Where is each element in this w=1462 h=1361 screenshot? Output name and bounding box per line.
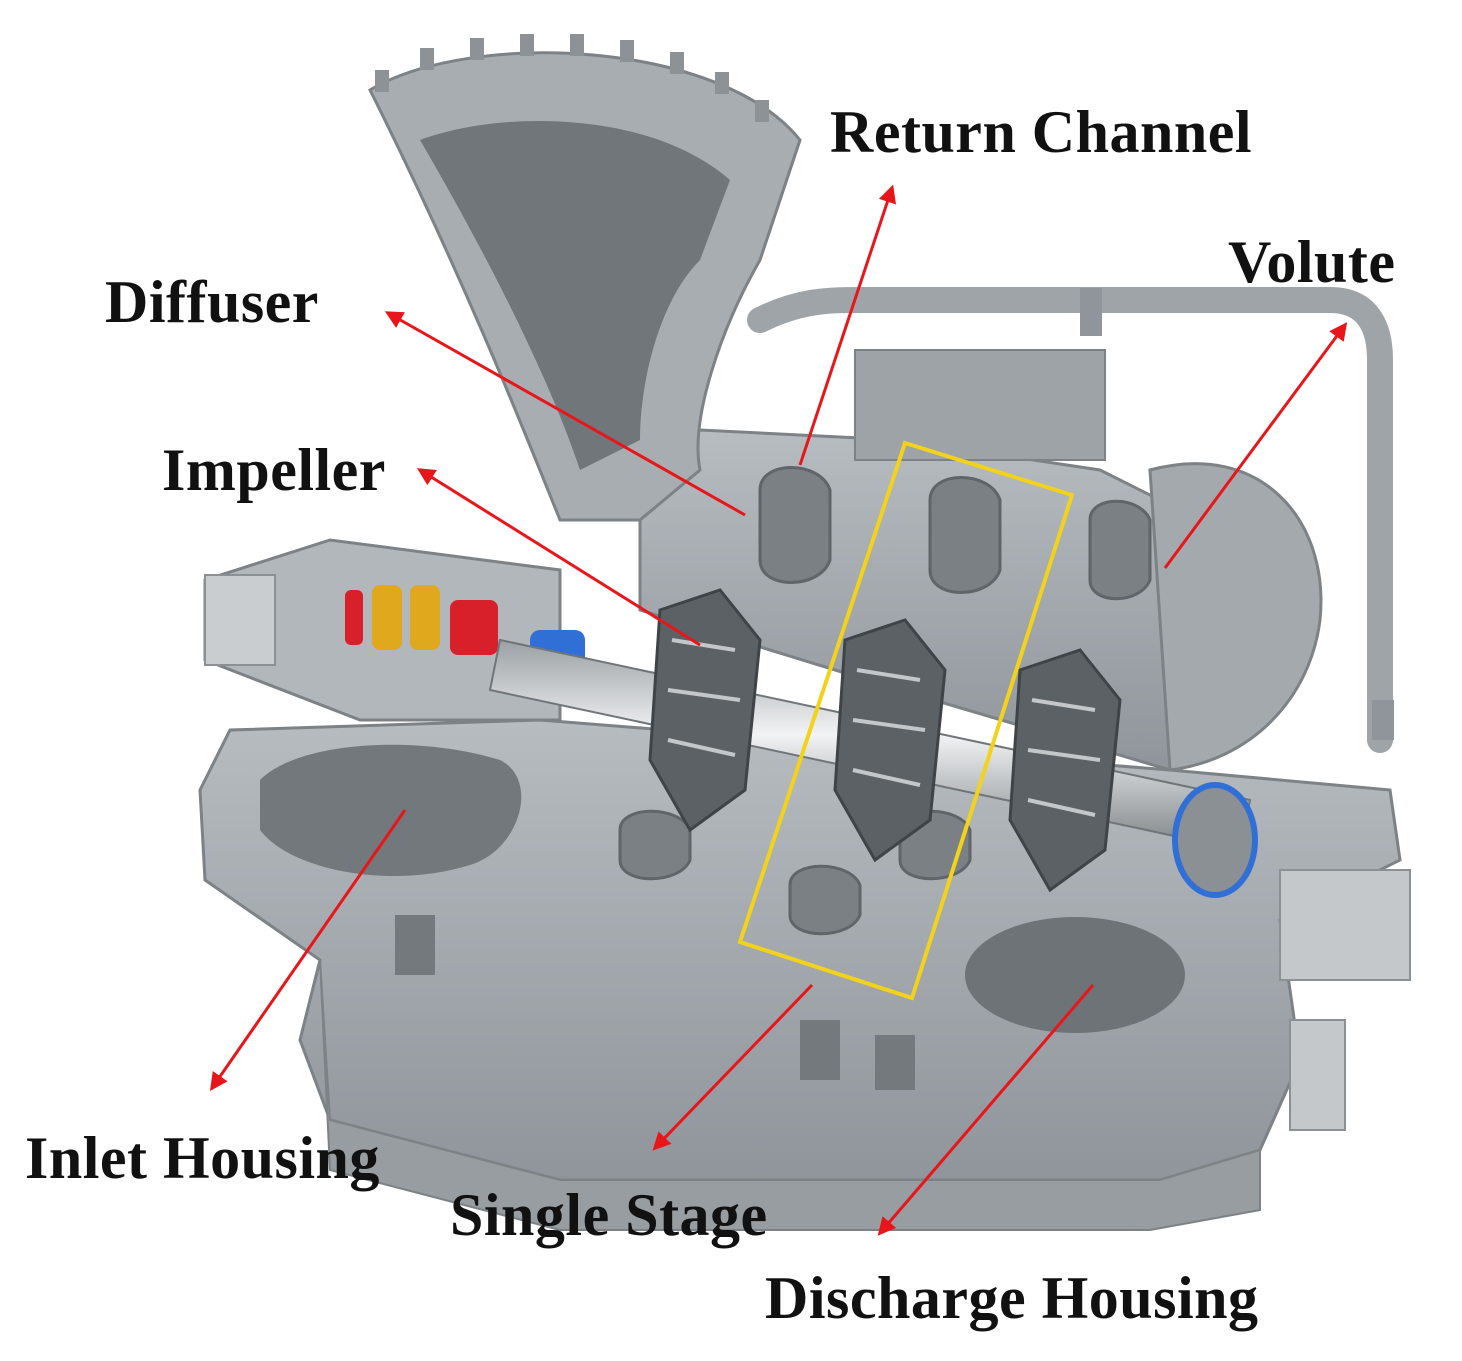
single-stage-arrow	[652, 983, 814, 1151]
impeller-arrow	[416, 468, 701, 647]
inlet-housing-arrow	[209, 809, 407, 1091]
single-stage-highlight	[737, 440, 1075, 1001]
bearing-end	[1172, 782, 1411, 1131]
return-channel-arrow	[798, 184, 897, 466]
diffuser-arrow	[384, 311, 746, 517]
discharge-housing-label: Discharge Housing	[765, 1265, 1259, 1331]
impellers	[648, 588, 1122, 893]
impeller-label: Impeller	[162, 437, 386, 503]
callout-arrows	[209, 184, 1348, 1236]
volute-arrow	[1163, 322, 1348, 569]
inlet-housing-label: Inlet Housing	[25, 1125, 380, 1191]
diffuser-label: Diffuser	[105, 269, 319, 335]
volute-label: Volute	[1228, 229, 1396, 295]
inlet-nozzle	[368, 34, 802, 522]
return-channel-label: Return Channel	[830, 99, 1253, 165]
balance-pipe	[747, 287, 1394, 753]
single-stage-label: Single Stage	[450, 1182, 768, 1248]
discharge-housing-arrow	[877, 984, 1095, 1236]
